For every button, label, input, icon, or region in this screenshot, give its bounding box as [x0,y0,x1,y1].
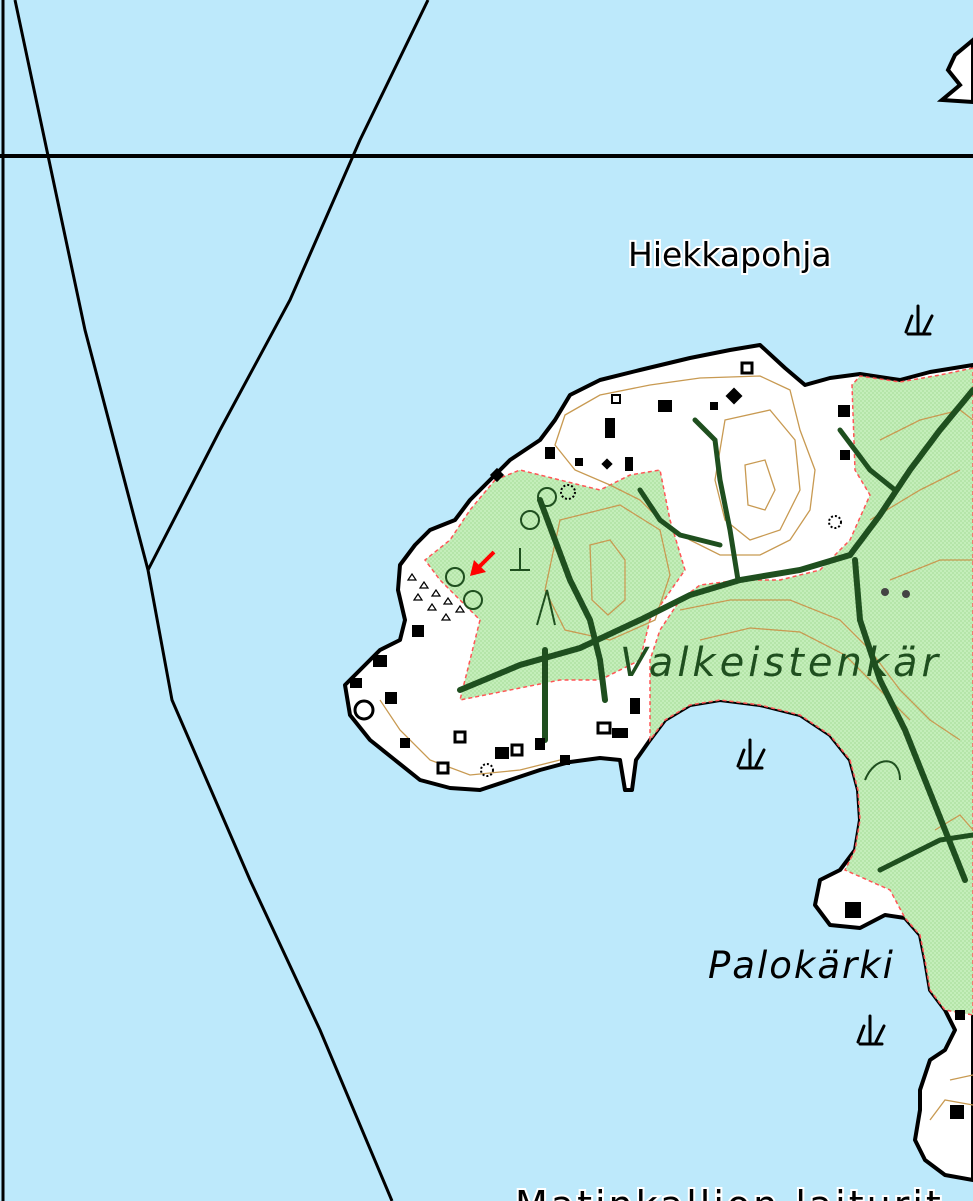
tree-symbols [445,484,901,781]
boundary-line-diagonal [146,0,430,571]
island-top-right [936,37,973,105]
label-valkeistenkarki: Valkeistenkär [620,640,942,686]
forest-area-east [649,367,973,1016]
forest-area-west [423,469,686,701]
label-hiekkapohja: Hiekkapohja [628,235,832,274]
label-palokarki: Palokärki [708,944,895,987]
trails [457,387,973,883]
reed-symbol [736,304,934,1046]
well-symbol [353,699,375,721]
boulder-area [406,572,466,621]
label-bottom-partial: Matinkallion laiturit [515,1183,944,1201]
location-arrow-icon[interactable] [470,550,496,576]
buildings [350,361,965,1119]
boundary-line-west [13,0,394,1201]
